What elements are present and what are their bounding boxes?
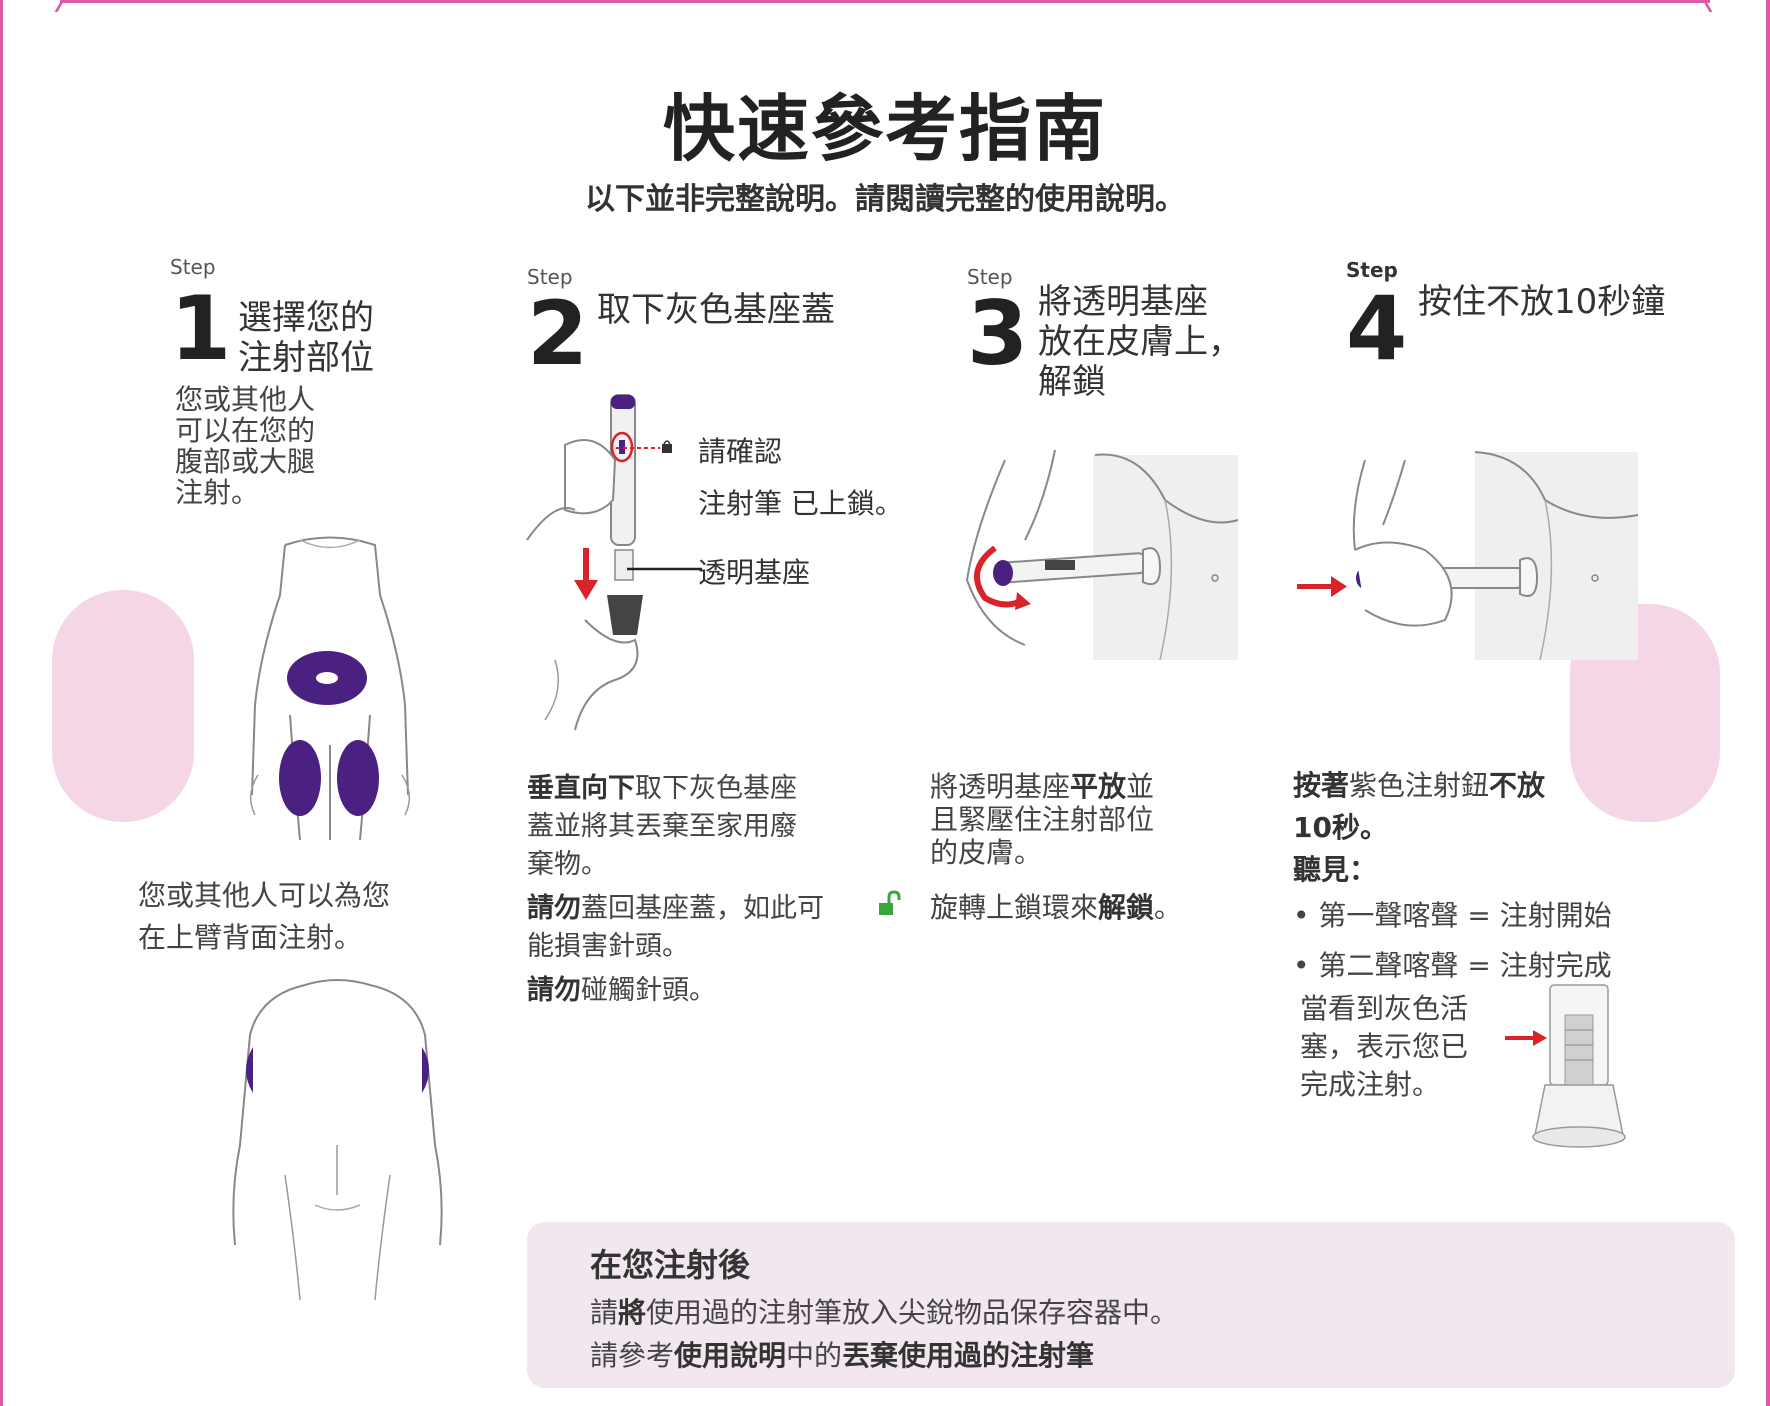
step-2-word: Step bbox=[527, 265, 573, 289]
emphasis-text: 請勿 bbox=[527, 893, 581, 924]
lock-callout-line bbox=[616, 440, 672, 453]
plunger-arrow-icon bbox=[1533, 1030, 1547, 1046]
step-4-instructions: 按著紫色注射鈕不放 10秒。 聽見： • 第一聲喀聲 = 注射開始 • 第二聲喀… bbox=[1293, 769, 1612, 982]
step-3-title: 將透明基座 放在皮膚上， 解鎖 bbox=[1038, 282, 1242, 402]
emphasis-text: 按著 bbox=[1293, 769, 1350, 802]
emphasis-text: 使用說明 bbox=[674, 1339, 787, 1372]
page-frame-corner bbox=[54, 0, 65, 12]
step-1-intro-line: 腹部或大腿 bbox=[175, 445, 316, 478]
step-1-intro: 您或其他人 可以在您的 腹部或大腿 注射。 bbox=[175, 384, 315, 508]
click-bullet: 第二聲喀聲 = 注射完成 bbox=[1318, 949, 1612, 982]
instruction-text: 使用過的注射筆放入尖銳物品保存容器中。 bbox=[646, 1296, 1179, 1329]
instruction-text: 棄物。 bbox=[527, 849, 608, 880]
step-1-back-line: 在上臂背面注射。 bbox=[138, 921, 363, 954]
instruction-text: 碰觸針頭。 bbox=[581, 975, 716, 1006]
grey-base-cap-icon bbox=[607, 595, 643, 635]
step-2-instructions: 垂直向下取下灰色基座 蓋並將其丟棄至家用廢 棄物。 請勿蓋回基座蓋，如此可 能損… bbox=[527, 770, 824, 1010]
instruction-text: 請參考 bbox=[590, 1339, 675, 1372]
purple-button-icon bbox=[993, 560, 1013, 586]
instruction-text: 旋轉上鎖環來 bbox=[930, 891, 1099, 924]
push-arrow-icon bbox=[1331, 576, 1347, 597]
step-1-title-line: 注射部位 bbox=[238, 338, 374, 378]
step-4-plunger-text: 當看到灰色活 塞，表示您已 完成注射。 bbox=[1300, 990, 1468, 1104]
step-1-back-line: 您或其他人可以為您 bbox=[138, 879, 391, 912]
step-4-word: Step bbox=[1346, 258, 1398, 282]
step-1-intro-line: 您或其他人 bbox=[175, 383, 316, 416]
emphasis-text: 請勿 bbox=[527, 975, 581, 1006]
purple-button-icon bbox=[611, 395, 635, 409]
page-frame-left bbox=[0, 0, 3, 1406]
plunger-line: 完成注射。 bbox=[1300, 1068, 1441, 1101]
step-1-intro-line: 注射。 bbox=[175, 476, 260, 509]
body-back-illustration bbox=[232, 979, 443, 1301]
step-4-number: 4 bbox=[1346, 277, 1408, 380]
down-arrow-icon bbox=[574, 580, 598, 600]
after-injection-title: 在您注射後 bbox=[590, 1246, 751, 1284]
step-3-title-line: 將透明基座 bbox=[1038, 282, 1208, 322]
step-1-word: Step bbox=[170, 255, 216, 279]
emphasis-text: 平放 bbox=[1070, 770, 1127, 803]
thigh-injection-area bbox=[337, 740, 379, 816]
arm-injection-area bbox=[246, 1047, 253, 1093]
plunger-line: 塞，表示您已 bbox=[1300, 1030, 1469, 1063]
page-frame-right bbox=[1766, 0, 1770, 1406]
rotate-arrow-icon bbox=[974, 545, 1025, 608]
step-1-title-line: 選擇您的 bbox=[238, 298, 374, 338]
instruction-text: 蓋並將其丟棄至家用廢 bbox=[527, 811, 797, 842]
instruction-text: 並 bbox=[1126, 770, 1155, 803]
after-injection-panel bbox=[527, 1222, 1735, 1388]
instruction-text: 。 bbox=[1154, 891, 1183, 924]
emphasis-text: 解鎖 bbox=[1098, 891, 1155, 924]
plunger-window-illustration bbox=[1505, 984, 1626, 1148]
callout-please-confirm: 請確認 bbox=[698, 435, 783, 468]
step-3-word: Step bbox=[967, 265, 1013, 289]
after-injection-line: 請將使用過的注射筆放入尖銳物品保存容器中。 bbox=[590, 1291, 1178, 1331]
instruction-text: 紫色注射鈕 bbox=[1349, 769, 1490, 802]
instruction-text: 中的 bbox=[786, 1339, 843, 1372]
emphasis-text: 將 bbox=[618, 1296, 647, 1329]
instruction-text: 能損害針頭。 bbox=[527, 931, 689, 962]
unlock-icon bbox=[879, 890, 901, 915]
body-front-illustration bbox=[249, 536, 411, 841]
click-bullet: 第一聲喀聲 = 注射開始 bbox=[1318, 899, 1612, 932]
step-2-number: 2 bbox=[527, 282, 589, 385]
thigh-injection-area bbox=[279, 740, 321, 816]
instruction-text: 蓋回基座蓋，如此可 bbox=[581, 893, 824, 924]
page-subtitle: 以下並非完整說明。請閱讀完整的使用說明。 bbox=[585, 182, 1185, 217]
callout-pen-locked: 注射筆 已上鎖。 bbox=[698, 487, 903, 520]
page-title: 快速參考指南 bbox=[662, 87, 1107, 171]
instruction-text: 請 bbox=[590, 1296, 619, 1329]
instruction-text: 取下灰色基座 bbox=[635, 773, 797, 804]
step-1-title: 選擇您的 注射部位 bbox=[238, 298, 374, 378]
emphasis-text: 不放 bbox=[1489, 769, 1546, 802]
instruction-text: 的皮膚。 bbox=[930, 836, 1043, 869]
decorative-pink-blob bbox=[52, 590, 194, 822]
step-3-instructions: 將透明基座平放並 且緊壓住注射部位 的皮膚。 bbox=[930, 770, 1154, 869]
hold-pen-illustration bbox=[1297, 451, 1639, 661]
instruction-text: 將透明基座 bbox=[930, 770, 1071, 803]
arm-injection-area bbox=[422, 1047, 429, 1093]
step-3-title-line: 解鎖 bbox=[1038, 362, 1106, 402]
after-injection-line: 請參考使用說明中的丟棄使用過的注射筆 bbox=[590, 1334, 1094, 1374]
plunger-line: 當看到灰色活 bbox=[1300, 992, 1469, 1025]
step-2-title: 取下灰色基座蓋 bbox=[597, 290, 835, 330]
step-1-intro-line: 可以在您的 bbox=[175, 414, 316, 447]
page-frame-top bbox=[60, 0, 1710, 3]
emphasis-text: 垂直向下 bbox=[527, 773, 635, 804]
callout-clear-base: 透明基座 bbox=[698, 556, 811, 589]
emphasis-text: 丟棄使用過的注射筆 bbox=[842, 1339, 1095, 1372]
step-1-back-text: 您或其他人可以為您 在上臂背面注射。 bbox=[138, 875, 390, 959]
emphasis-text: 10秒。 bbox=[1293, 811, 1388, 844]
instruction-text: 且緊壓住注射部位 bbox=[930, 803, 1155, 836]
step-1-number: 1 bbox=[170, 277, 232, 380]
hear-label: 聽見： bbox=[1293, 853, 1378, 886]
step-3-title-line: 放在皮膚上， bbox=[1038, 322, 1242, 362]
step-3-number: 3 bbox=[967, 282, 1029, 385]
pen-on-skin-illustration bbox=[965, 449, 1239, 661]
pen-cap-removal-illustration bbox=[526, 394, 643, 731]
step-3-unlock-text: 旋轉上鎖環來解鎖。 bbox=[930, 889, 1182, 927]
step-4-title: 按住不放10秒鐘 bbox=[1418, 282, 1666, 322]
base-callout-line bbox=[627, 567, 702, 571]
